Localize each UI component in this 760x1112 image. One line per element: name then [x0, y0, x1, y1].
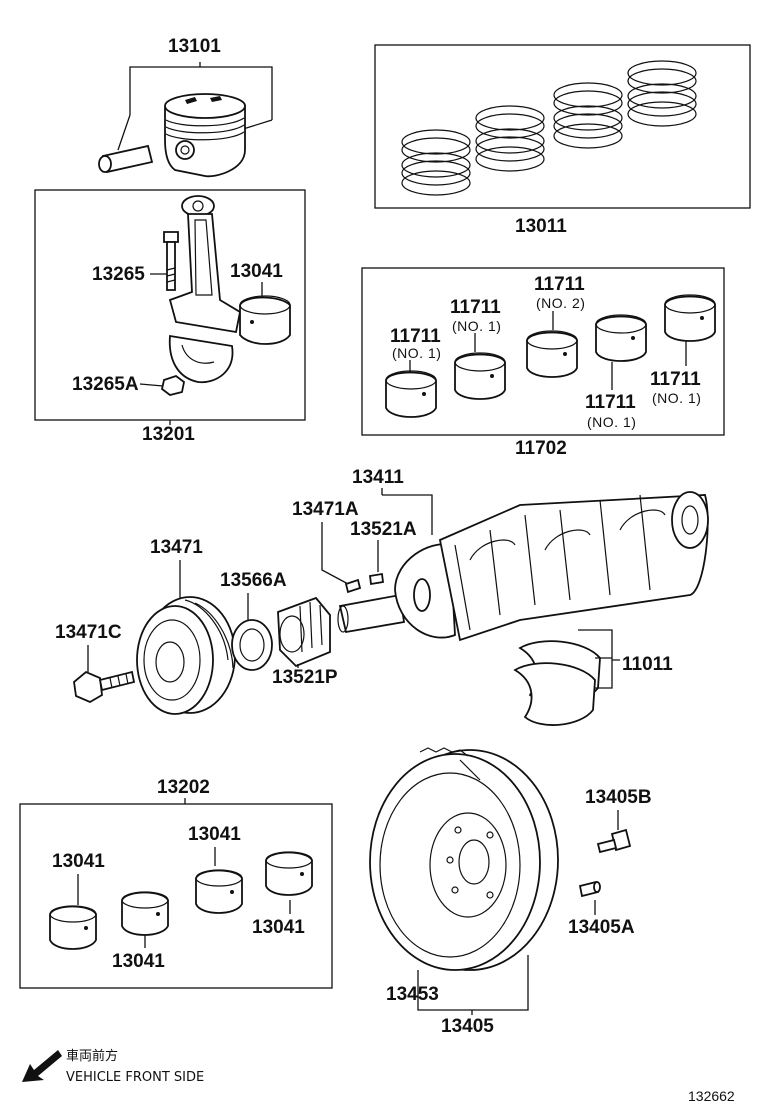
note-japanese: 車両前方 — [66, 1048, 118, 1064]
piston-pin-icon — [98, 144, 154, 174]
main-bearing-5-icon — [664, 294, 716, 342]
rod-bearing-2-icon — [121, 891, 169, 936]
crankshaft-pulley-icon — [136, 596, 236, 715]
diagram-id: 132662 — [688, 1088, 735, 1104]
label-13471C: 13471C — [55, 622, 122, 643]
label-13265: 13265 — [92, 264, 145, 285]
rod-nut-icon — [160, 374, 185, 396]
box-13011 — [374, 44, 751, 209]
label-11711-b: 11711 — [450, 297, 501, 318]
label-13101: 13101 — [168, 36, 221, 57]
flywheel-icon — [369, 747, 559, 971]
label-13041-c: 13041 — [188, 824, 241, 845]
rod-bolt-icon — [163, 231, 179, 291]
oil-seal-icon — [231, 619, 273, 671]
connecting-rod-icon — [168, 195, 242, 384]
pulley-bolt-icon — [73, 670, 136, 704]
main-bearing-3-icon — [526, 330, 578, 378]
label-13453: 13453 — [386, 984, 439, 1005]
label-11711-e-sub: (NO. 1) — [652, 390, 701, 406]
label-13411: 13411 — [352, 467, 404, 488]
rod-bearing-1-icon — [49, 905, 97, 950]
label-13201: 13201 — [142, 424, 195, 445]
label-11711-c-sub: (NO. 2) — [536, 295, 585, 311]
label-13566A: 13566A — [220, 570, 287, 591]
front-direction-note: 車両前方 VEHICLE FRONT SIDE — [22, 1048, 204, 1085]
rod-bearing-4-icon — [265, 851, 313, 896]
label-11011: 11011 — [622, 654, 673, 675]
label-11711-b-sub: (NO. 1) — [452, 318, 501, 334]
label-13405A: 13405A — [568, 917, 635, 938]
main-bearing-4-icon — [595, 314, 647, 362]
rod-bearing-3-icon — [195, 869, 243, 914]
label-13405B: 13405B — [585, 787, 652, 808]
label-11711-e: 11711 — [650, 369, 701, 390]
box-11702 — [361, 267, 725, 436]
label-13265A: 13265A — [72, 374, 139, 395]
label-13471: 13471 — [150, 537, 203, 558]
label-11711-a: 11711 — [390, 326, 441, 347]
main-bearing-1-icon — [385, 370, 437, 418]
key-icon — [344, 572, 385, 594]
front-arrow-icon — [22, 1050, 62, 1082]
label-11711-d: 11711 — [585, 392, 636, 413]
dowel-pin-icon — [578, 880, 601, 898]
label-13041-d: 13041 — [252, 917, 305, 938]
box-13202 — [19, 803, 333, 989]
label-11711-a-sub: (NO. 1) — [392, 345, 441, 361]
rod-bearing-icon — [239, 295, 291, 345]
label-13041-rod: 13041 — [230, 261, 283, 282]
ring-set-1-icon — [401, 129, 471, 196]
main-bearing-set: 11702 11711 (NO. 1) 11711 (NO. 1) 11711 … — [361, 267, 725, 459]
piston-icon — [164, 93, 246, 178]
label-13521A: 13521A — [350, 519, 417, 540]
label-13471A: 13471A — [292, 499, 359, 520]
piston-assembly: 13101 — [98, 36, 273, 178]
label-13521P: 13521P — [272, 667, 338, 688]
ring-set-3-icon — [553, 82, 623, 149]
crank-gear-icon — [277, 596, 331, 668]
label-13405: 13405 — [441, 1016, 494, 1037]
label-13011: 13011 — [515, 216, 567, 237]
label-11702: 11702 — [515, 438, 567, 459]
label-13202: 13202 — [157, 777, 210, 798]
main-bearing-2-icon — [454, 352, 506, 400]
label-13041-a: 13041 — [52, 851, 105, 872]
connecting-rod-assembly: 13201 13265 13041 13265A — [34, 189, 306, 445]
crankshaft-icon — [337, 491, 709, 642]
piston-ring-set: 13011 — [374, 44, 751, 237]
ring-set-2-icon — [475, 105, 545, 172]
leader-13101 — [129, 62, 273, 120]
thrust-washer-icon — [513, 640, 601, 726]
pulley-group: 13471 13471C 13566A 13521P — [55, 537, 338, 715]
rod-bearing-set: 13202 13041 13041 13041 13041 — [19, 777, 333, 989]
label-13041-b: 13041 — [112, 951, 165, 972]
label-11711-c: 11711 — [534, 274, 585, 295]
flywheel-bolt-icon — [596, 828, 632, 854]
label-11711-d-sub: (NO. 1) — [587, 414, 636, 430]
crankshaft-assembly: 13411 13471A 13521A 11011 — [292, 467, 709, 726]
ring-set-4-icon — [627, 60, 697, 127]
note-english: VEHICLE FRONT SIDE — [66, 1070, 204, 1085]
flywheel-assembly: 13453 13405 13405B 13405A — [369, 747, 652, 1037]
